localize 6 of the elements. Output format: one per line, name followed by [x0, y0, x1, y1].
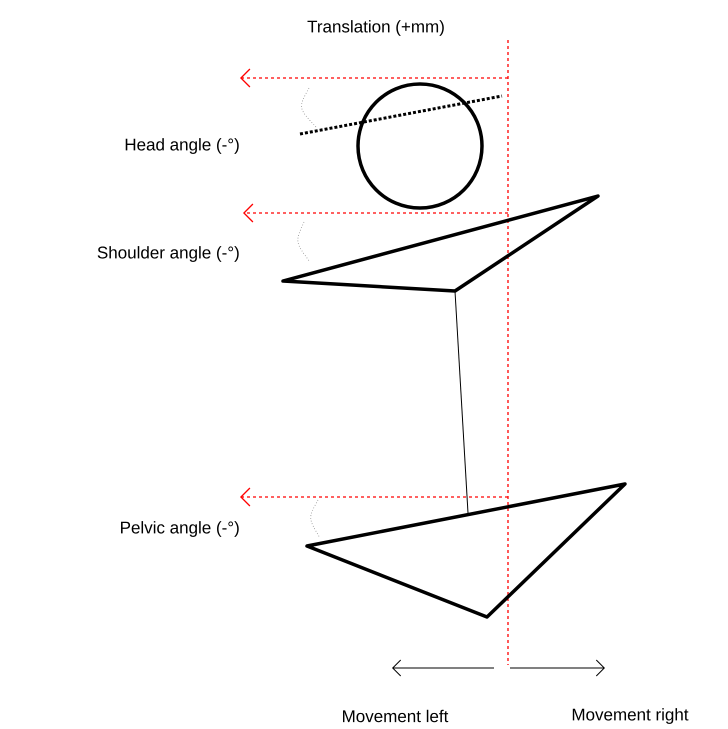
- angle-label: Head angle (-°): [126, 138, 239, 154]
- direction-label: Movement right: [572, 708, 688, 724]
- angle-label: Shoulder angle (-°): [98, 246, 239, 262]
- angle-label: Pelvic angle (-°): [121, 521, 239, 537]
- axis-label: Translation (+mm): [308, 20, 444, 36]
- direction-label: Movement left: [343, 710, 448, 722]
